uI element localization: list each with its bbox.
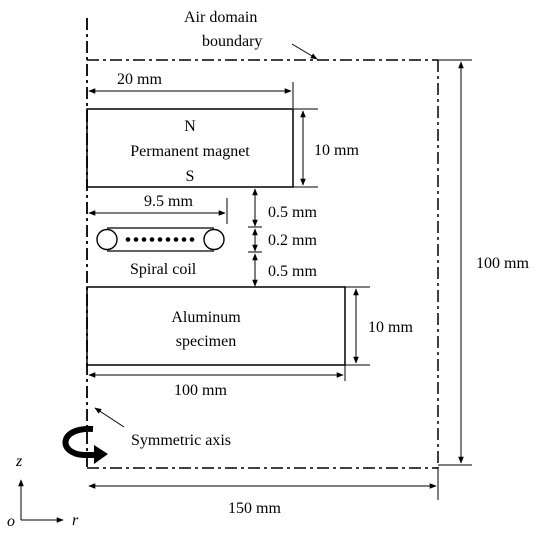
r-axis-label: r xyxy=(72,512,79,529)
magnet-south-label: S xyxy=(186,168,195,185)
coil-name-label: Spiral coil xyxy=(130,261,197,278)
coil-radius-label: 9.5 mm xyxy=(144,193,193,210)
gap-bottom-label: 0.5 mm xyxy=(268,263,317,280)
permanent-magnet xyxy=(86,108,294,188)
symmetric-axis-pointer xyxy=(94,407,125,428)
magnet-name-label: Permanent magnet xyxy=(130,143,250,160)
rotation-arrow-icon xyxy=(62,425,108,464)
magnet-width-label: 20 mm xyxy=(117,71,162,88)
magnet-north-label: N xyxy=(184,118,196,135)
spiral-coil xyxy=(96,227,225,252)
origin-label: o xyxy=(7,513,15,530)
symmetric-axis-label: Symmetric axis xyxy=(131,432,231,449)
domain-height-label: 100 mm xyxy=(476,255,529,272)
specimen-label-line2: specimen xyxy=(176,333,236,350)
specimen-width-label: 100 mm xyxy=(174,382,227,399)
z-axis-label: z xyxy=(15,453,23,470)
air-domain-label-line1: Air domain xyxy=(184,9,257,26)
gap-top-label: 0.5 mm xyxy=(268,204,317,221)
air-domain-pointer xyxy=(291,43,318,60)
specimen-label-line1: Aluminum xyxy=(171,309,241,326)
domain-width-label: 150 mm xyxy=(228,500,281,517)
specimen-height-label: 10 mm xyxy=(368,319,413,336)
air-domain-label-line2: boundary xyxy=(202,33,262,50)
magnet-height-label: 10 mm xyxy=(314,142,359,159)
aluminum-specimen xyxy=(86,286,346,366)
coil-thickness-label: 0.2 mm xyxy=(268,232,317,249)
